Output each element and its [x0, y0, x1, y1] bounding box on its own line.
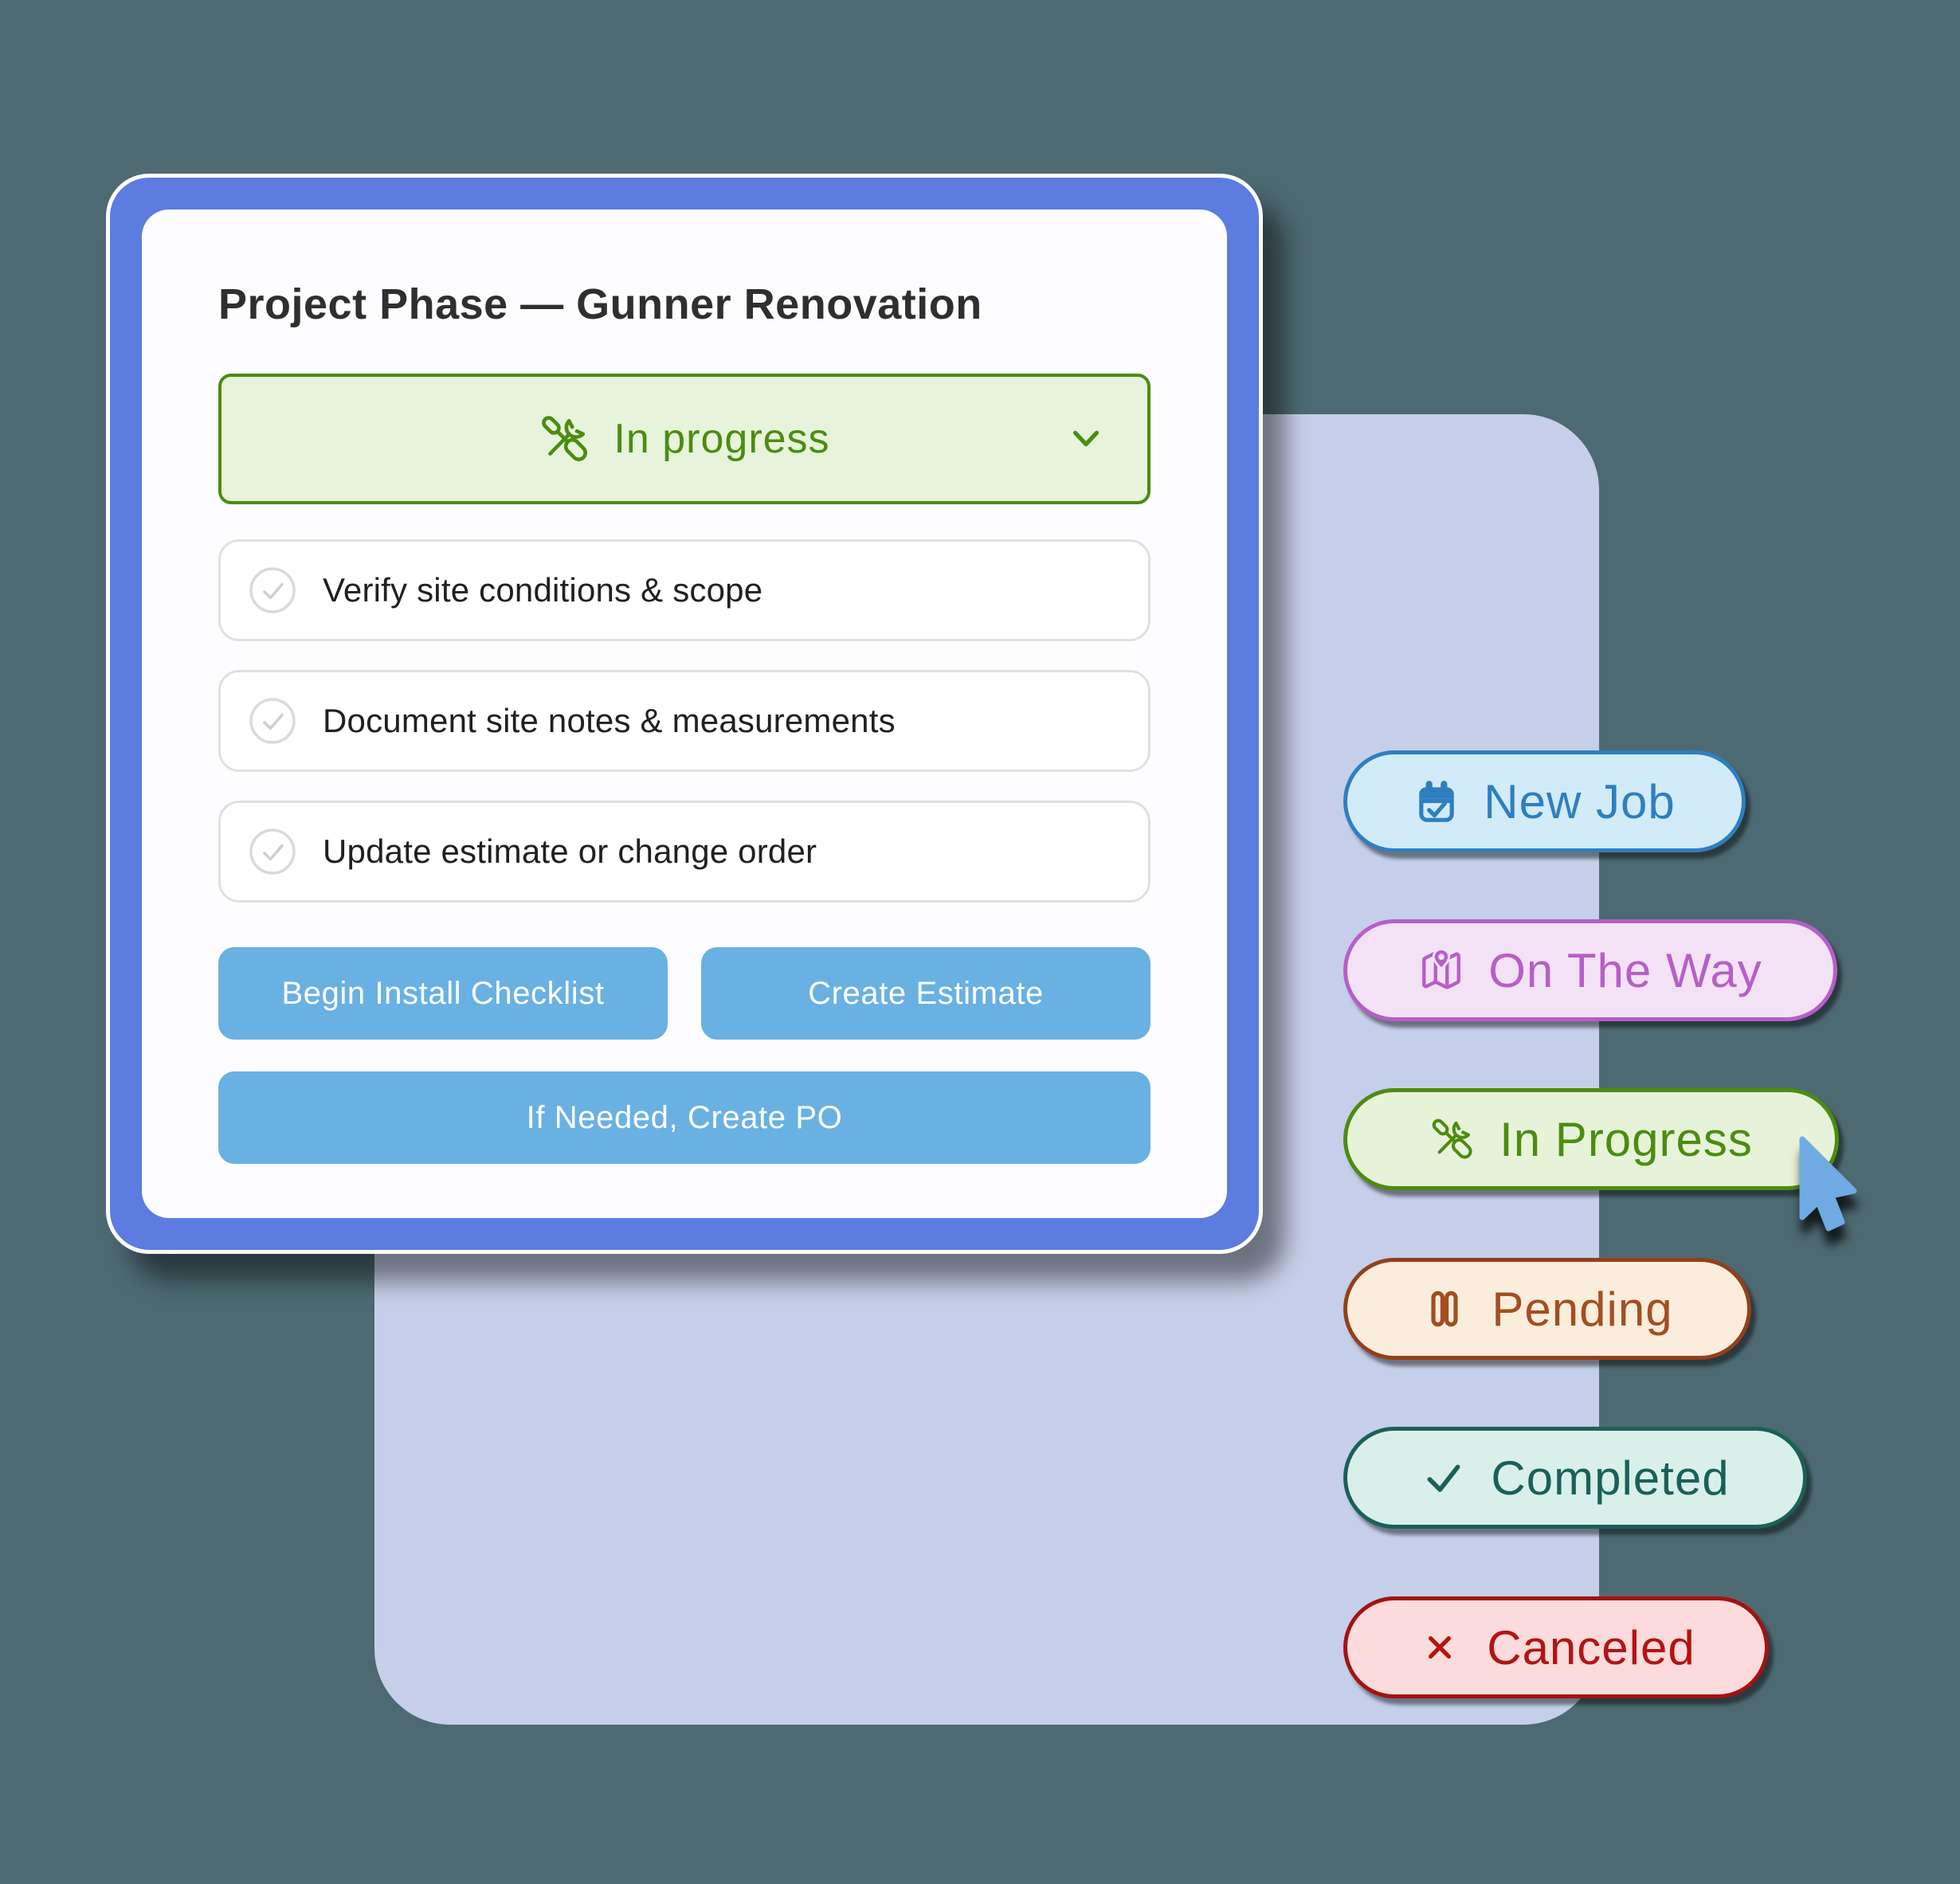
status-dropdown-label: In progress	[613, 416, 830, 462]
status-pill-label: Completed	[1491, 1451, 1730, 1505]
status-pill-label: In Progress	[1499, 1112, 1753, 1166]
action-button-row: Begin Install Checklist Create Estimate	[218, 947, 1151, 1040]
status-dropdown[interactable]: In progress	[218, 374, 1151, 504]
card-title: Project Phase — Gunner Renovation	[218, 280, 982, 328]
status-pill-label: Canceled	[1487, 1620, 1695, 1674]
status-pill-new-job[interactable]: New Job	[1343, 750, 1746, 852]
calendar-check-icon	[1413, 778, 1460, 824]
create-po-button[interactable]: If Needed, Create PO	[218, 1071, 1151, 1164]
checklist-item-label: Update estimate or change order	[323, 832, 817, 870]
checklist-item-label: Document site notes & measurements	[323, 702, 896, 739]
tools-icon	[539, 413, 591, 465]
begin-install-checklist-button[interactable]: Begin Install Checklist	[218, 947, 668, 1040]
status-pill-on-the-way[interactable]: On The Way	[1343, 919, 1837, 1021]
check-icon	[1421, 1455, 1467, 1501]
chevron-down-icon	[1068, 421, 1104, 457]
checklist-item[interactable]: Document site notes & measurements	[218, 670, 1151, 772]
project-phase-card-body: Project Phase — Gunner Renovation In pro…	[142, 210, 1227, 1218]
checklist-item-label: Verify site conditions & scope	[323, 571, 763, 609]
status-pill-in-progress[interactable]: In Progress	[1343, 1088, 1839, 1190]
x-icon	[1417, 1624, 1463, 1671]
status-pill-label: On The Way	[1488, 943, 1762, 997]
create-estimate-button[interactable]: Create Estimate	[701, 947, 1151, 1040]
project-phase-card: Project Phase — Gunner Renovation In pro…	[106, 174, 1263, 1254]
checklist-item[interactable]: Verify site conditions & scope	[218, 539, 1151, 641]
circle-check-icon[interactable]	[248, 566, 297, 615]
status-pill-canceled[interactable]: Canceled	[1343, 1596, 1769, 1698]
status-pill-completed[interactable]: Completed	[1343, 1427, 1807, 1529]
map-pin-icon	[1418, 947, 1464, 993]
circle-check-icon[interactable]	[248, 827, 297, 876]
status-pill-label: New Job	[1484, 774, 1676, 828]
pause-icon	[1421, 1286, 1468, 1332]
circle-check-icon[interactable]	[248, 696, 297, 746]
status-pill-label: Pending	[1492, 1282, 1673, 1336]
status-pill-pending[interactable]: Pending	[1343, 1258, 1751, 1360]
checklist-item[interactable]: Update estimate or change order	[218, 801, 1151, 903]
tools-icon	[1429, 1116, 1476, 1162]
